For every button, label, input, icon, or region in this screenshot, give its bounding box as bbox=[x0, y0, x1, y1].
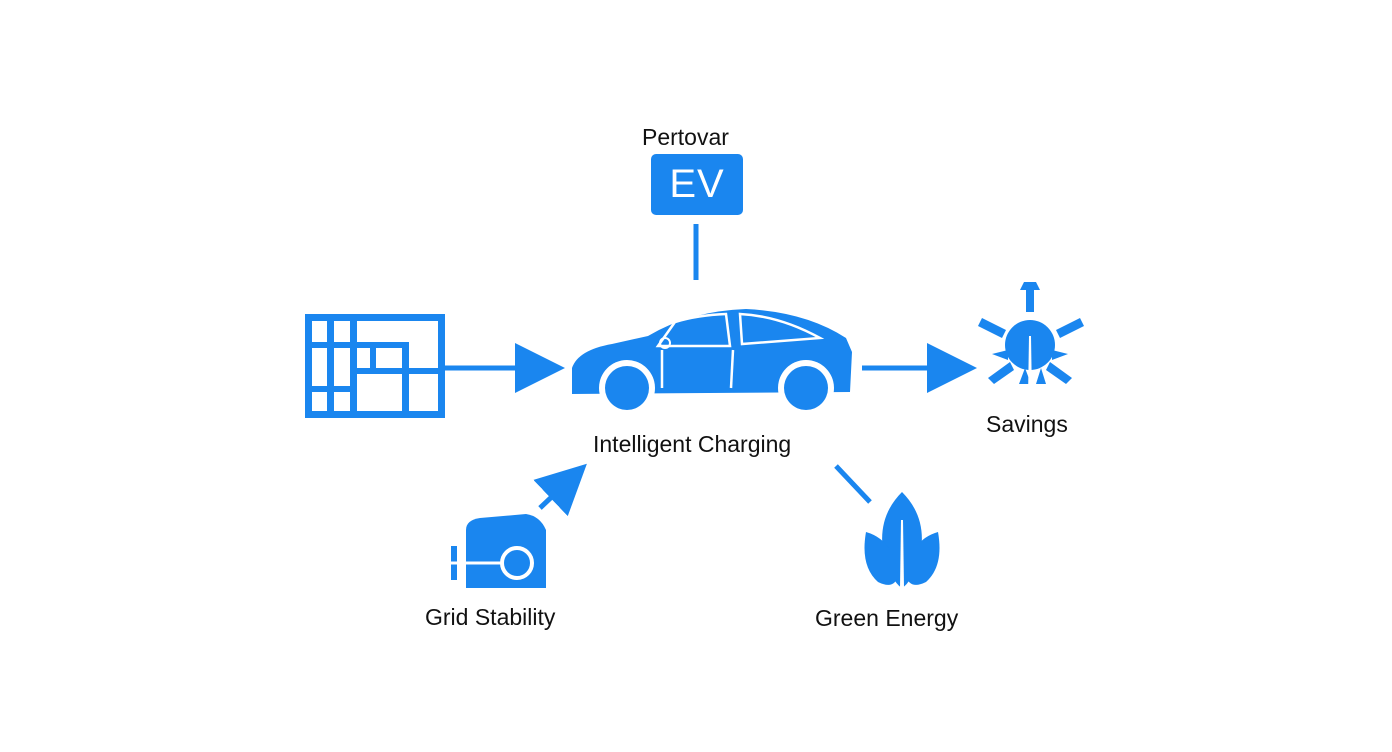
arrow-grid-to-car bbox=[533, 463, 587, 517]
savings-label: Savings bbox=[986, 411, 1068, 437]
grid-device-icon bbox=[451, 514, 546, 588]
building-grid-icon bbox=[305, 314, 445, 418]
green-energy-label: Green Energy bbox=[815, 605, 959, 631]
leaf-icon bbox=[864, 492, 940, 588]
top-label: Pertovar bbox=[642, 124, 729, 150]
center-label: Intelligent Charging bbox=[593, 431, 792, 457]
connector-car-to-green bbox=[834, 464, 872, 504]
car-icon bbox=[572, 309, 852, 416]
ev-badge-text: EV bbox=[669, 162, 725, 206]
grid-stability-label: Grid Stability bbox=[425, 604, 556, 630]
savings-burst-icon bbox=[978, 282, 1084, 398]
ev-badge-icon: EV bbox=[651, 154, 743, 215]
